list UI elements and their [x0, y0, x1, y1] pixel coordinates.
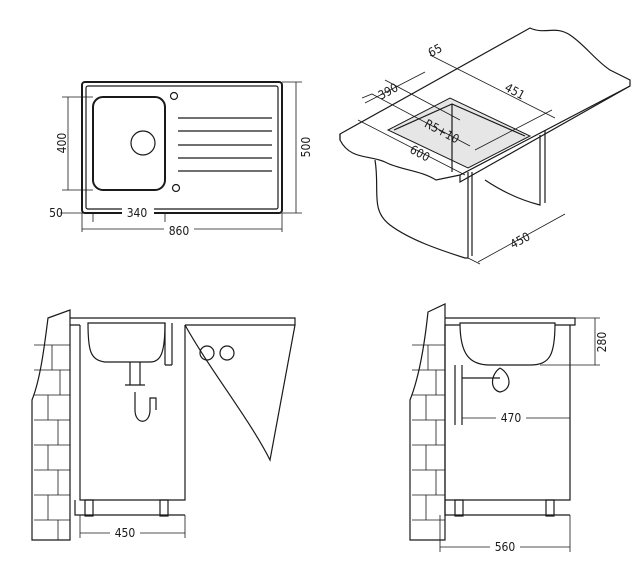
dim-390: 390 [376, 80, 401, 102]
top-view: 400 500 50 340 860 [49, 81, 313, 238]
dim-50: 50 [49, 206, 63, 220]
tap-hole [169, 91, 179, 101]
dim-280: 280 [595, 332, 609, 353]
dim-500: 500 [299, 137, 313, 158]
dim-560: 560 [495, 540, 516, 554]
dim-front-450: 450 [115, 526, 136, 540]
bowl [92, 96, 166, 191]
drain-icon [130, 130, 156, 156]
iso-view: 390 65 451 R5+10 600 450 [339, 27, 631, 265]
dim-400: 400 [55, 133, 69, 154]
dim-860: 860 [169, 224, 190, 238]
sink-outline [81, 81, 283, 214]
dim-65: 65 [426, 41, 445, 60]
side-view: 280 470 560 [409, 303, 609, 554]
side-wall [409, 303, 446, 541]
dim-340: 340 [127, 206, 148, 220]
dim-iso-450: 450 [508, 229, 533, 251]
overflow-hole [171, 183, 181, 193]
dim-470: 470 [501, 411, 522, 425]
wall [31, 309, 71, 541]
drainer-grooves [178, 117, 272, 172]
front-view: 450 [31, 309, 296, 541]
